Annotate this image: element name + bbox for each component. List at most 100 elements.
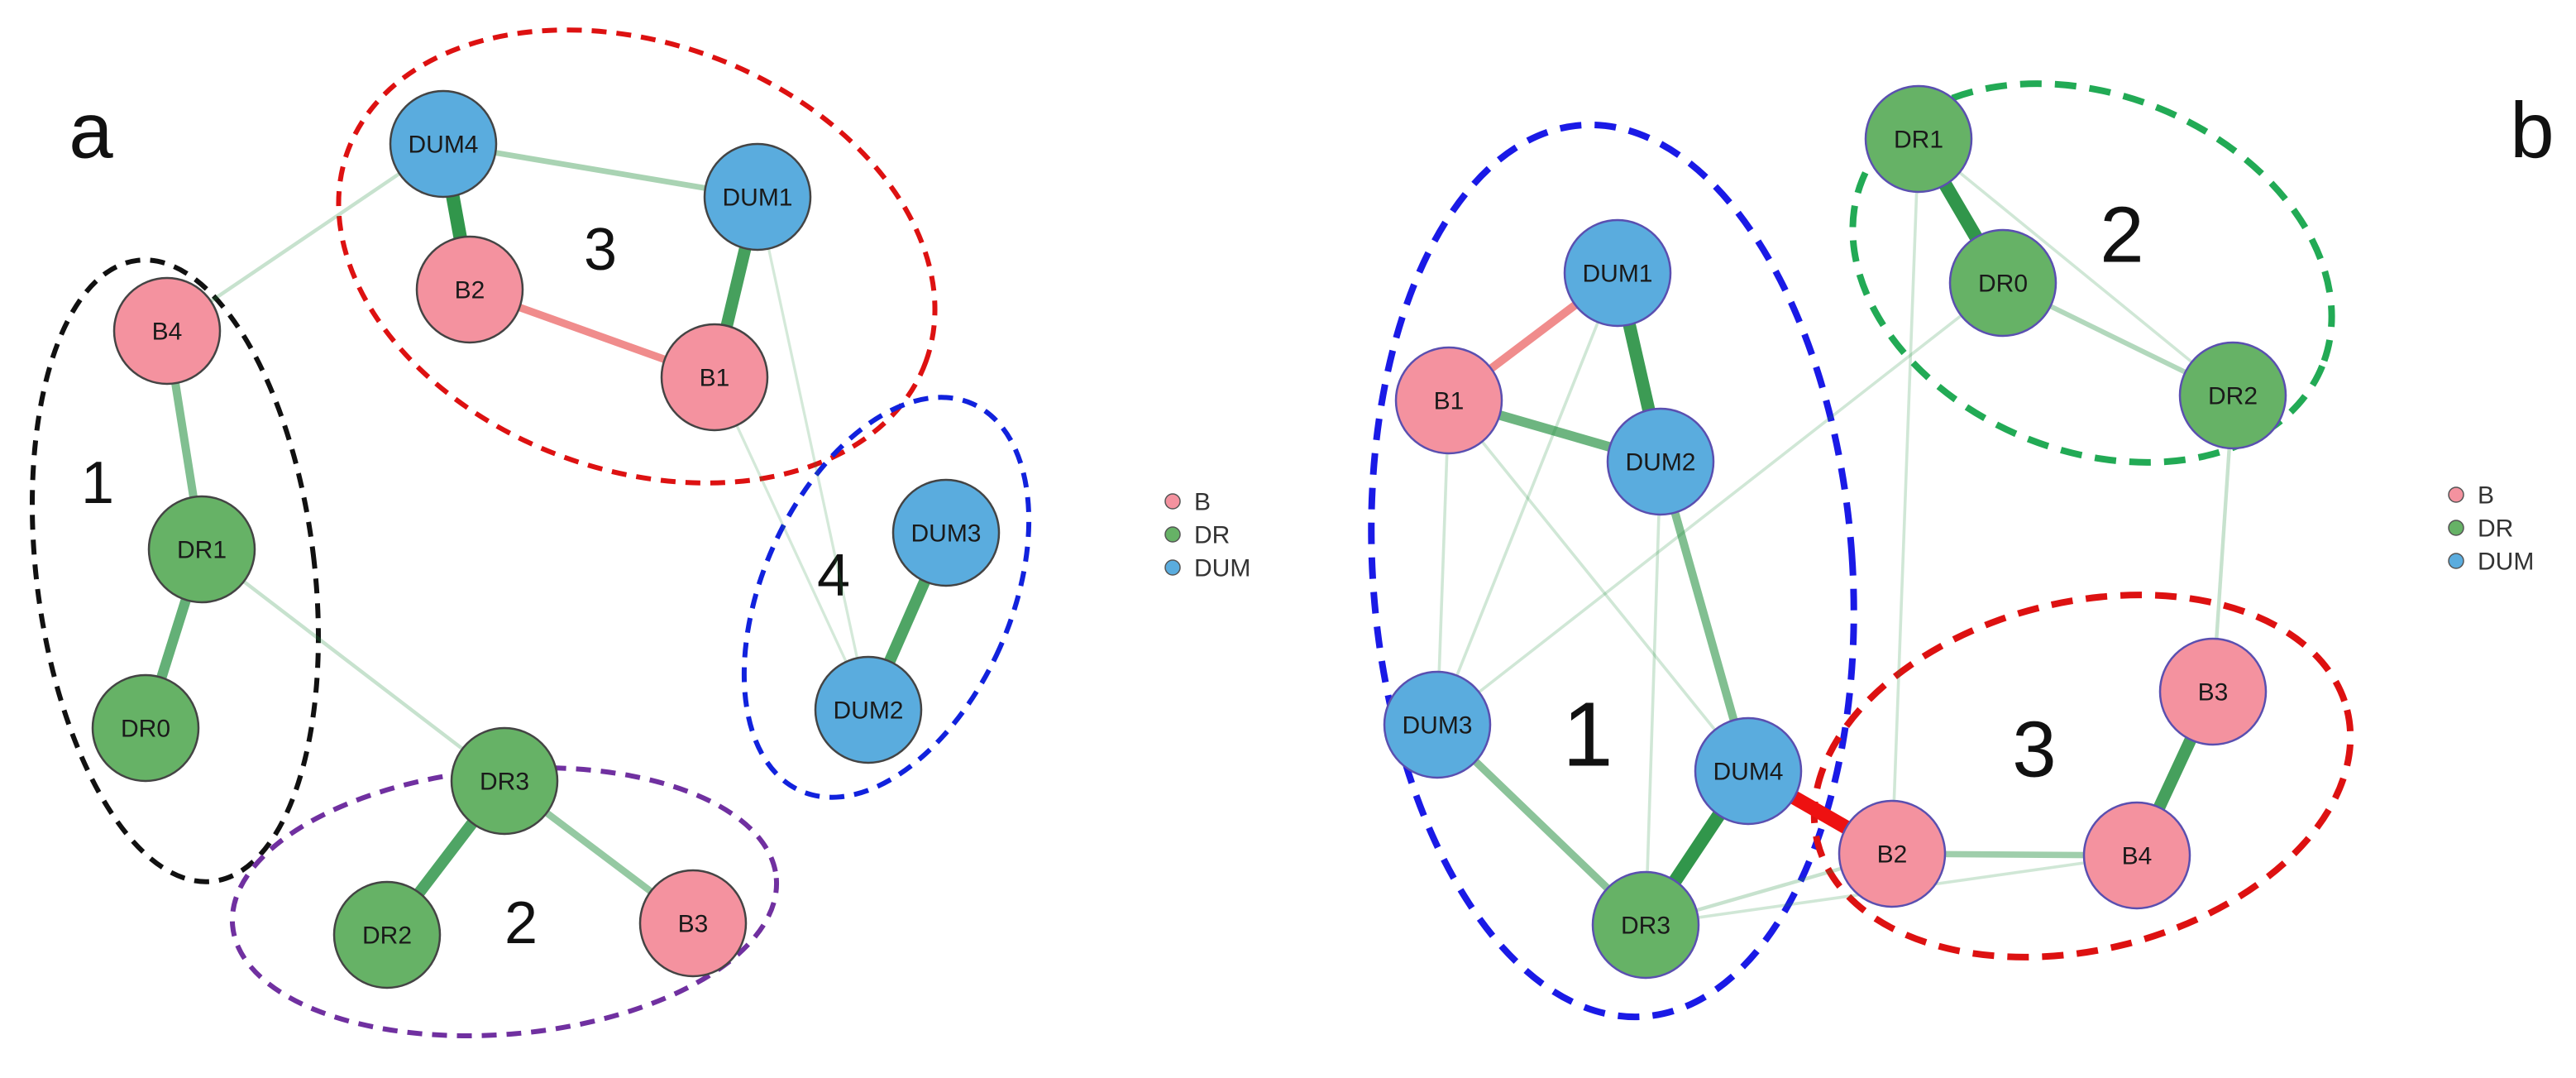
legend-dr-swatch xyxy=(2448,520,2464,536)
node-circle xyxy=(91,673,200,783)
legend-dum-label: DUM xyxy=(1194,555,1250,582)
node-circle xyxy=(1563,218,1672,328)
panel-b-cluster-3-outline xyxy=(1810,592,2354,961)
node-circle xyxy=(2158,637,2268,746)
node-label: B4 xyxy=(152,319,183,346)
node-circle xyxy=(1383,670,1492,779)
legend-b-label: B xyxy=(2478,482,2494,510)
legend-dr-swatch xyxy=(1164,526,1181,543)
panel-a-cluster-3-outline xyxy=(336,27,938,486)
panel-b-node-B3: B3 xyxy=(2158,637,2268,746)
node-circle xyxy=(1838,799,1947,908)
node-label: DUM3 xyxy=(910,520,981,548)
node-label: DR1 xyxy=(1894,127,1943,154)
panel-a-cluster-2-outline xyxy=(229,765,780,1038)
node-circle xyxy=(112,276,222,386)
legend-dr-label: DR xyxy=(1194,522,1230,549)
panel-a-node-B3: B3 xyxy=(638,869,748,978)
panel-b-cluster-1-outline xyxy=(1368,121,1857,1021)
panel-b-node-DUM4: DUM4 xyxy=(1694,716,1803,826)
panel-b-node-DUM2: DUM2 xyxy=(1606,407,1715,516)
node-circle xyxy=(2082,801,2191,910)
node-circle xyxy=(2178,341,2287,450)
panel-a-cluster-1-outline xyxy=(30,257,321,884)
panel-a-cluster-1-label: 1 xyxy=(81,450,114,516)
node-circle xyxy=(1948,228,2057,338)
node-circle xyxy=(415,235,524,344)
panel-a-node-DR2: DR2 xyxy=(332,880,442,989)
panel-a-cluster-3-label: 3 xyxy=(584,217,617,283)
node-circle xyxy=(1591,870,1700,980)
panel-a-edges xyxy=(141,141,952,939)
legend-b-swatch xyxy=(1164,493,1181,510)
panel-a-cluster-4-outline xyxy=(741,395,1032,800)
panel-b-node-DR0: DR0 xyxy=(1948,228,2057,338)
panel-b-node-DR2: DR2 xyxy=(2178,341,2287,450)
panel-b-cluster-2-outline xyxy=(1849,80,2335,466)
panel-a-node-DUM2: DUM2 xyxy=(814,655,923,764)
node-label: DUM4 xyxy=(408,132,478,159)
node-circle xyxy=(1606,407,1715,516)
node-circle xyxy=(660,323,769,432)
panel-a-node-B4: B4 xyxy=(112,276,222,386)
panel-b-edge-B1-DUM4 xyxy=(1447,399,1750,773)
panel-b-edge-DR1-DR2 xyxy=(1917,137,2234,397)
panel-b-node-B2: B2 xyxy=(1838,799,1947,908)
panel-b-cluster-2-label: 2 xyxy=(2100,191,2143,280)
node-circle xyxy=(703,142,812,252)
panel-a-node-DUM3: DUM3 xyxy=(891,478,1001,587)
panel-b-edge-B1-DUM3 xyxy=(1436,400,1450,726)
panel-a-cluster-4-label: 4 xyxy=(817,543,850,609)
node-circle xyxy=(147,495,256,604)
node-label: DR0 xyxy=(121,716,170,743)
legend-b-swatch xyxy=(2448,486,2464,503)
panel-a-edge-DR1-DR3 xyxy=(200,548,506,783)
node-label: DR3 xyxy=(480,769,529,796)
node-circle xyxy=(1864,84,1973,194)
node-circle xyxy=(1694,716,1803,826)
node-label: B2 xyxy=(1877,841,1908,869)
node-label: B4 xyxy=(2122,843,2153,870)
panel-a-node-DR0: DR0 xyxy=(91,673,200,783)
panel-a-node-DUM4: DUM4 xyxy=(389,89,498,199)
node-label: DUM4 xyxy=(1713,759,1783,786)
panel-b-cluster-3-label: 3 xyxy=(2012,706,2056,794)
panel-b-node-DR1: DR1 xyxy=(1864,84,1973,194)
panel-a-edge-B4-DUM4 xyxy=(165,142,445,333)
panel-a-edge-DUM1-DUM2 xyxy=(756,196,870,711)
node-label: DR0 xyxy=(1978,271,2028,298)
node-label: DUM3 xyxy=(1402,712,1472,740)
panel-a-node-B1: B1 xyxy=(660,323,769,432)
node-label: DR3 xyxy=(1621,913,1670,940)
node-label: DUM1 xyxy=(722,184,792,212)
node-label: DR2 xyxy=(2208,383,2258,410)
panel-b-cluster-1-label: 1 xyxy=(1562,684,1613,786)
panel-b-node-B1: B1 xyxy=(1394,346,1503,455)
node-circle xyxy=(814,655,923,764)
panel-b-node-DR3: DR3 xyxy=(1591,870,1700,980)
node-label: DUM2 xyxy=(833,697,903,725)
panel-b-node-DUM3: DUM3 xyxy=(1383,670,1492,779)
node-label: B3 xyxy=(2198,679,2229,707)
node-circle xyxy=(1394,346,1503,455)
panel-b-node-DUM1: DUM1 xyxy=(1563,218,1672,328)
legend-dum-swatch xyxy=(1164,559,1181,576)
node-label: B2 xyxy=(455,277,485,304)
panel-a-cluster-2-label: 2 xyxy=(504,890,538,956)
panel-a-letter: a xyxy=(69,87,113,175)
node-circle xyxy=(638,869,748,978)
legend-dum-swatch xyxy=(2448,553,2464,569)
node-circle xyxy=(332,880,442,989)
panel-b-edge-DUM2-DR3 xyxy=(1644,461,1662,926)
legend-b-label: B xyxy=(1194,489,1211,516)
node-circle xyxy=(450,726,559,836)
panel-a-node-DUM1: DUM1 xyxy=(703,142,812,252)
node-label: DUM1 xyxy=(1582,261,1652,288)
panel-b-letter: b xyxy=(2510,87,2554,175)
